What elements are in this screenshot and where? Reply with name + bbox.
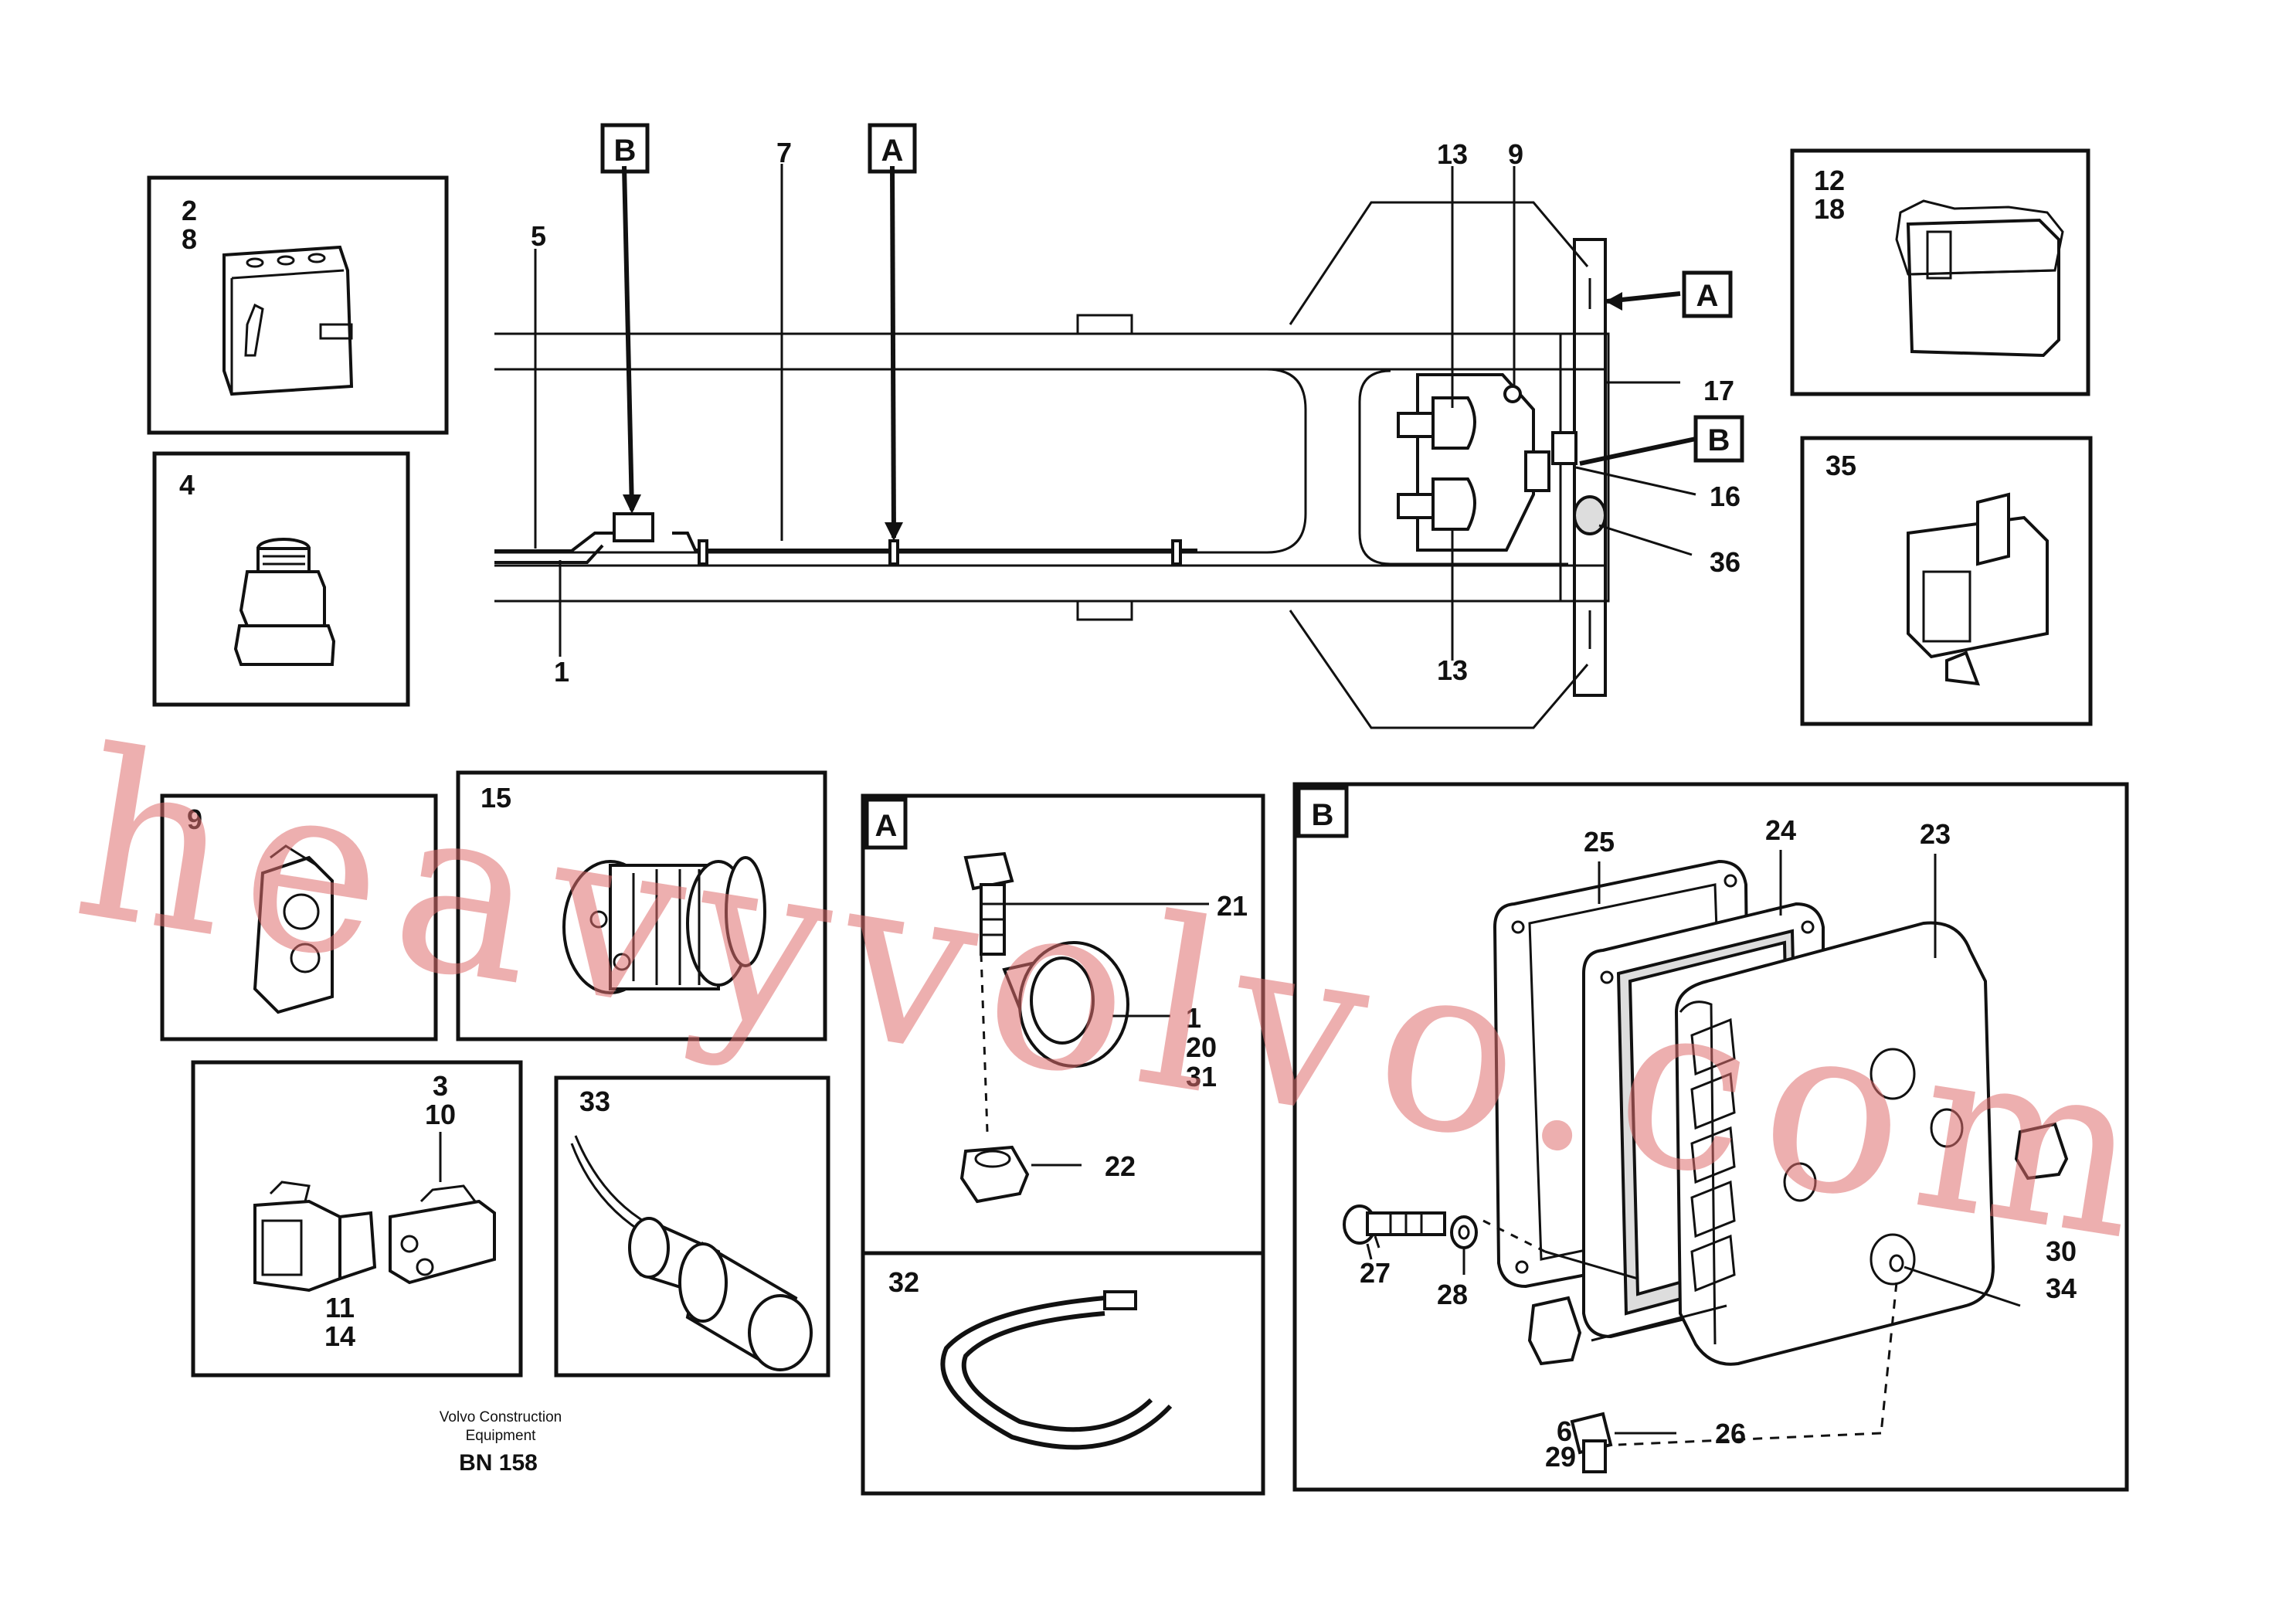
svg-text:11: 11: [325, 1292, 355, 1323]
svg-text:B: B: [614, 134, 637, 168]
label-17: 17: [1703, 375, 1734, 406]
svg-text:2: 2: [182, 195, 197, 226]
svg-text:Volvo Construction: Volvo Construction: [440, 1409, 562, 1425]
callout-b-top: B: [600, 123, 650, 174]
label-13-bottom: 13: [1437, 654, 1468, 686]
label-34: 34: [2046, 1272, 2077, 1304]
label-30: 30: [2046, 1235, 2077, 1267]
main-cable-harness: [494, 512, 1197, 566]
label-31: 31: [1186, 1061, 1217, 1092]
svg-text:B: B: [1708, 423, 1730, 457]
callout-b-right: B: [1693, 415, 1744, 463]
label-1: 1: [554, 656, 569, 688]
svg-text:9: 9: [187, 804, 202, 835]
footer-block: Volvo Construction Equipment BN 158: [440, 1409, 562, 1476]
detail-panel-a: A: [861, 793, 1265, 1496]
label-26: 26: [1715, 1418, 1746, 1449]
inset-plug-12-18: 12 18: [1790, 148, 2090, 396]
svg-text:4: 4: [179, 469, 195, 501]
svg-text:10: 10: [425, 1099, 456, 1130]
svg-text:BN 158: BN 158: [459, 1450, 538, 1476]
inset-grommet-15: 15: [456, 770, 827, 1041]
svg-text:B: B: [1312, 798, 1334, 832]
inset-connector-9: 9: [160, 793, 438, 1041]
label-7: 7: [776, 137, 792, 168]
label-22: 22: [1105, 1150, 1136, 1182]
label-13-top: 13: [1437, 138, 1468, 170]
inset-connector-35: 35: [1800, 436, 2093, 726]
svg-text:33: 33: [579, 1085, 610, 1117]
label-24: 24: [1765, 814, 1796, 846]
label-29: 29: [1545, 1441, 1576, 1473]
svg-text:14: 14: [324, 1320, 355, 1352]
svg-text:8: 8: [182, 223, 197, 255]
label-20: 20: [1186, 1031, 1217, 1063]
inset-cable-tie-32: 32: [888, 1266, 1173, 1450]
svg-text:A: A: [875, 809, 898, 843]
svg-text:18: 18: [1814, 193, 1845, 225]
rear-connector-group: [1397, 373, 1607, 552]
svg-text:15: 15: [481, 782, 511, 814]
svg-text:A: A: [1696, 279, 1719, 313]
watermark-text: heavyvolvo.com: [61, 699, 2175, 1294]
svg-text:A: A: [881, 134, 904, 168]
label-23: 23: [1920, 818, 1951, 850]
callout-a-top: A: [868, 123, 917, 174]
label-6: 6: [1557, 1415, 1572, 1447]
inset-sensor-33: 33: [554, 1075, 830, 1378]
chassis-frame: [494, 201, 1610, 729]
detail-panel-b: B: [1292, 782, 2129, 1492]
svg-text:35: 35: [1825, 450, 1856, 481]
callout-a-right: A: [1682, 270, 1733, 318]
inset-connectors-3-10-11-14: 3 10 11 14: [191, 1060, 523, 1378]
svg-text:Equipment: Equipment: [466, 1428, 537, 1444]
label-25: 25: [1584, 826, 1615, 858]
label-36: 36: [1710, 546, 1741, 578]
label-27: 27: [1360, 1257, 1391, 1289]
main-leader-lines: [534, 164, 1696, 661]
label-9-main: 9: [1508, 138, 1523, 170]
label-1-detail: 1: [1186, 1002, 1201, 1034]
connector-16-block: [1524, 450, 1550, 492]
junction-b-marker: [613, 512, 654, 542]
label-28: 28: [1437, 1279, 1468, 1310]
svg-text:3: 3: [433, 1070, 448, 1102]
inset-connector-2-8: 2 8: [147, 175, 449, 435]
inset-fitting-4: 4: [152, 451, 410, 707]
label-5: 5: [531, 220, 546, 252]
svg-text:12: 12: [1814, 165, 1845, 196]
svg-text:32: 32: [888, 1266, 919, 1298]
label-16: 16: [1710, 481, 1741, 512]
label-21: 21: [1217, 890, 1248, 922]
